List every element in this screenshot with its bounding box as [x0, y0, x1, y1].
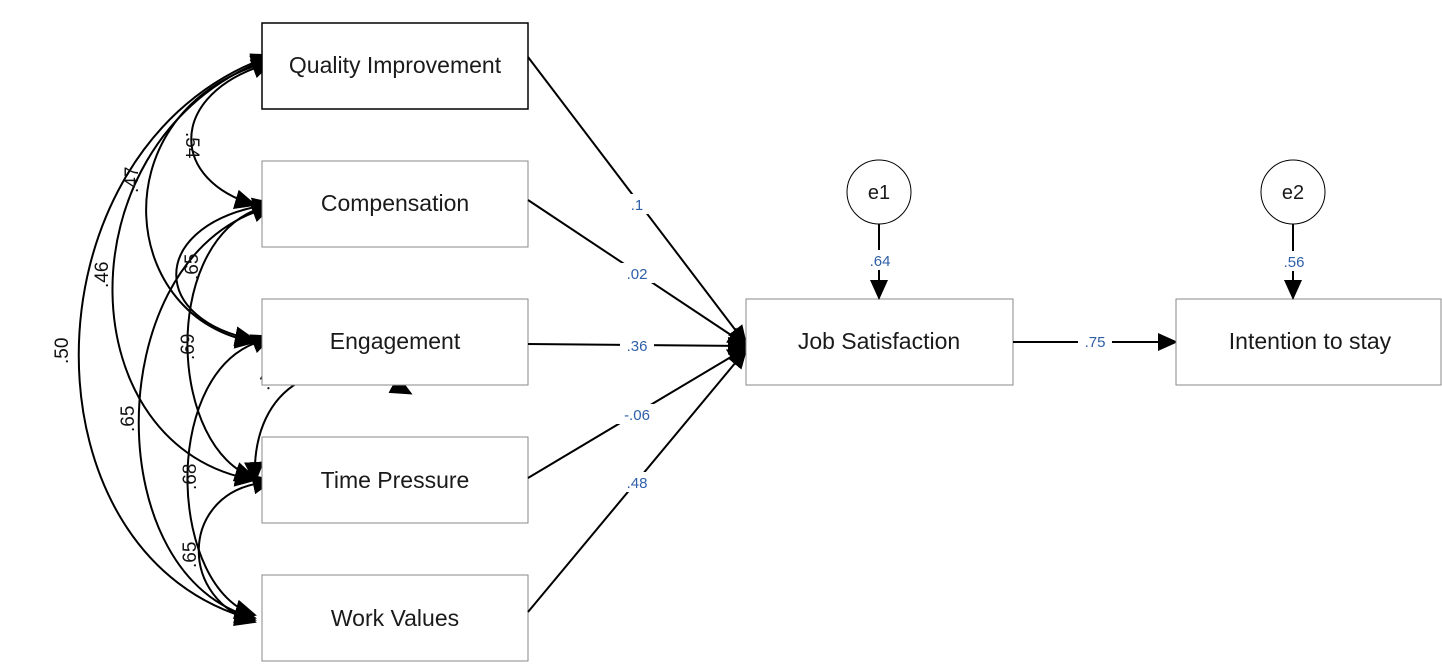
node-intention-to-stay[interactable]: Intention to stay [1175, 298, 1442, 386]
cov-curve-qi-comp [190, 59, 274, 209]
cov-curve-qi-tp [111, 55, 274, 487]
error-e2[interactable]: e2 [1260, 159, 1326, 225]
node-label-work-values: Work Values [331, 605, 459, 631]
coef-qi-js: .1 [631, 197, 644, 214]
coef-js-its: .75 [1085, 334, 1106, 351]
coef-eng-js: .36 [627, 338, 648, 355]
cov-curve-comp-wv [137, 203, 274, 623]
node-label-quality-improvement: Quality Improvement [289, 52, 502, 78]
error-e1[interactable]: e1 [846, 159, 912, 225]
coef-wv-js: .48 [627, 475, 648, 492]
node-compensation[interactable]: Compensation [261, 160, 529, 248]
node-label-time-pressure: Time Pressure [321, 467, 470, 493]
corr-label-comp-tp: .69 [178, 334, 199, 360]
corr-label-comp-wv: .65 [118, 406, 139, 432]
node-work-values[interactable]: Work Values [261, 574, 529, 662]
corr-label-comp-eng: .65 [182, 254, 203, 280]
node-quality-improvement[interactable]: Quality Improvement [261, 22, 529, 110]
coef-tp-js: -.06 [624, 407, 650, 424]
corr-label-eng-wv: .68 [180, 464, 201, 490]
node-engagement[interactable]: Engagement [261, 298, 529, 386]
covariance-curves [77, 53, 413, 626]
corr-label-qi-wv: .50 [52, 338, 73, 364]
path-coefficients: .1 .02 .36 -.06 .48 [616, 194, 658, 492]
cov-curve-qi-wv [77, 53, 274, 625]
node-label-engagement: Engagement [330, 328, 461, 354]
cov-curve-tp-wv [197, 474, 275, 626]
cov-curve-comp-eng [175, 197, 275, 347]
corr-label-qi-tp: .46 [92, 262, 113, 288]
regression-paths [527, 56, 748, 613]
correlation-labels: .54 .47 .46 .50 .65 .69 .65 .71 .68 .65 [52, 132, 286, 568]
node-time-pressure[interactable]: Time Pressure [261, 436, 529, 524]
node-label-compensation: Compensation [321, 190, 469, 216]
error-label-e2: e2 [1282, 182, 1304, 204]
error-label-e1: e1 [868, 182, 890, 204]
coef-e2-its: .56 [1284, 254, 1305, 271]
node-job-satisfaction[interactable]: Job Satisfaction [745, 298, 1014, 386]
corr-label-qi-comp: .54 [181, 132, 202, 159]
cov-curve-comp-tp [186, 201, 274, 482]
cov-curve-eng-wv [186, 334, 274, 619]
node-label-intention-to-stay: Intention to stay [1229, 328, 1392, 354]
corr-label-tp-wv: .65 [180, 542, 201, 568]
coef-comp-js: .02 [627, 266, 648, 283]
corr-label-qi-eng: .47 [122, 167, 143, 193]
coef-e1-js: .64 [870, 253, 891, 270]
node-label-job-satisfaction: Job Satisfaction [798, 328, 960, 354]
